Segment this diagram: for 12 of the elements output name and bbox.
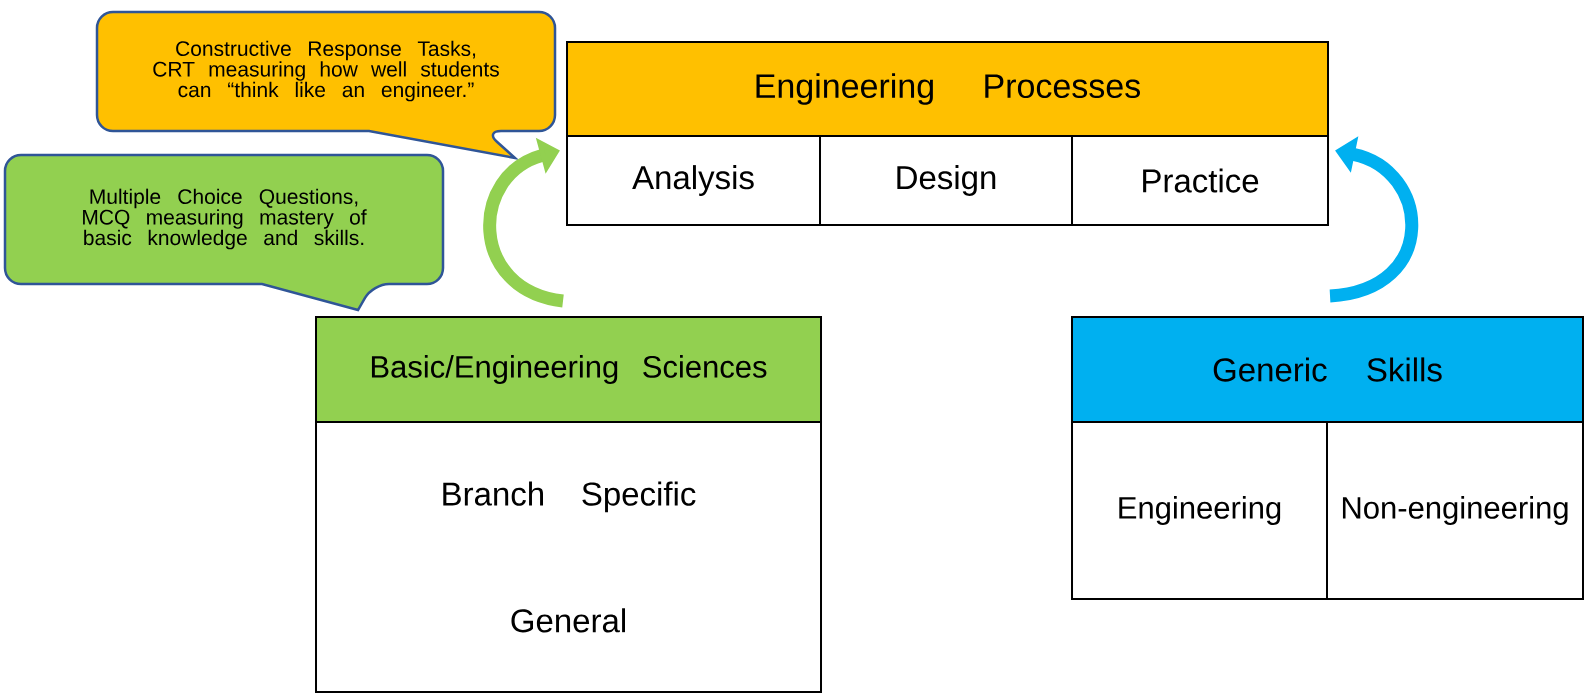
curved-arrow (483, 137, 565, 308)
table-cell: Non-engineering (1326, 421, 1584, 600)
header-cell: Engineering Processes (566, 41, 1329, 137)
speech-bubble: Multiple Choice Questions, MCQ measuring mastery of basic knowledge and skills. (3, 153, 445, 312)
header-cell: Generic Skills (1071, 316, 1584, 423)
table-cell: Design (819, 135, 1073, 226)
table-cell: Practice (1071, 135, 1329, 226)
table-cell: Branch Specific General (315, 421, 822, 693)
table-cell: Analysis (566, 135, 821, 226)
speech-bubble: Constructive Response Tasks, CRT measuring how well students can “think like an engineer.” (95, 10, 557, 160)
table-cell: Engineering (1071, 421, 1328, 600)
header-cell: Basic/Engineering Sciences (315, 316, 822, 423)
